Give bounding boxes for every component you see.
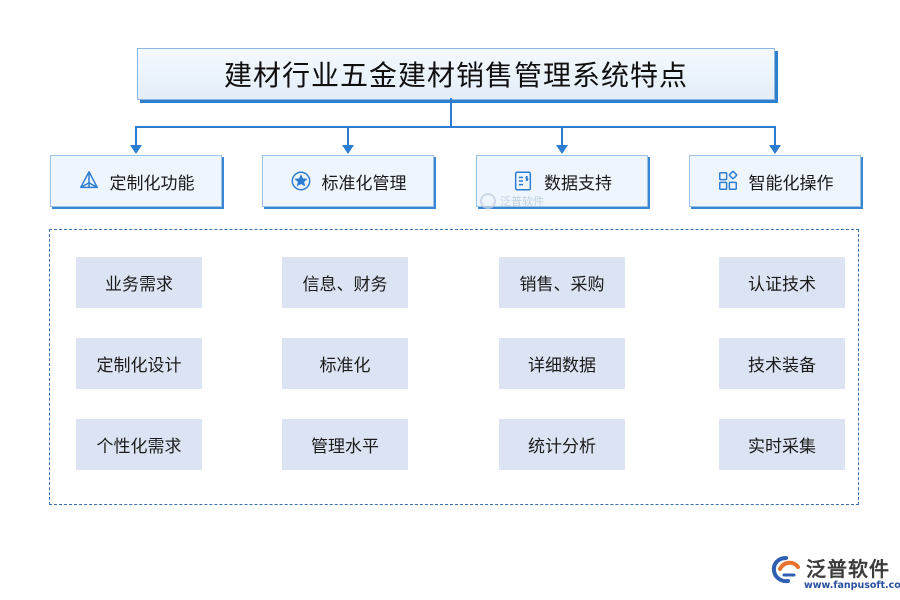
branch-line-3 — [561, 126, 563, 146]
item-business-requirements: 业务需求 — [76, 257, 202, 308]
brand-logo: 泛普软件 www.fanpusoft.com — [770, 553, 900, 598]
detail-panel — [49, 229, 859, 505]
document-dollar-icon — [512, 170, 534, 192]
category-standardization: 标准化管理 — [262, 155, 434, 207]
arrow-1 — [130, 145, 142, 154]
arrow-3 — [556, 145, 568, 154]
category-data-support: 数据支持 — [476, 155, 648, 207]
category-label: 定制化功能 — [109, 173, 195, 194]
branch-line-4 — [774, 126, 776, 146]
item-management-level: 管理水平 — [282, 419, 408, 470]
diagram-title: 建材行业五金建材销售管理系统特点 — [137, 48, 775, 100]
pyramid-icon — [78, 170, 100, 192]
item-statistical-analysis: 统计分析 — [499, 419, 625, 470]
item-info-finance: 信息、财务 — [282, 257, 408, 308]
logo-name: 泛普软件 — [806, 557, 890, 581]
watermark: 泛普软件 — [480, 193, 544, 209]
item-personalized-needs: 个性化需求 — [76, 419, 202, 470]
category-label: 数据支持 — [544, 173, 612, 194]
category-customization: 定制化功能 — [50, 155, 222, 207]
app-grid-icon — [717, 170, 739, 192]
category-label: 智能化操作 — [748, 173, 834, 194]
logo-url: www.fanpusoft.com — [804, 580, 900, 591]
item-realtime-collection: 实时采集 — [719, 419, 845, 470]
fanpu-logo-icon — [771, 556, 800, 584]
star-badge-icon — [290, 170, 312, 192]
arrow-2 — [342, 145, 354, 154]
item-detailed-data: 详细数据 — [499, 338, 625, 389]
category-label: 标准化管理 — [321, 173, 407, 194]
item-tech-equipment: 技术装备 — [719, 338, 845, 389]
item-sales-purchasing: 销售、采购 — [499, 257, 625, 308]
watermark-logo-icon — [480, 193, 496, 209]
watermark-text: 泛普软件 — [500, 195, 544, 208]
category-intelligent-operation: 智能化操作 — [689, 155, 861, 207]
item-certification-tech: 认证技术 — [719, 257, 845, 308]
branch-line-1 — [135, 126, 137, 146]
arrow-4 — [769, 145, 781, 154]
horizontal-connector — [135, 126, 776, 128]
branch-line-2 — [347, 126, 349, 146]
title-stem-line — [450, 98, 452, 127]
item-standardization: 标准化 — [282, 338, 408, 389]
item-custom-design: 定制化设计 — [76, 338, 202, 389]
